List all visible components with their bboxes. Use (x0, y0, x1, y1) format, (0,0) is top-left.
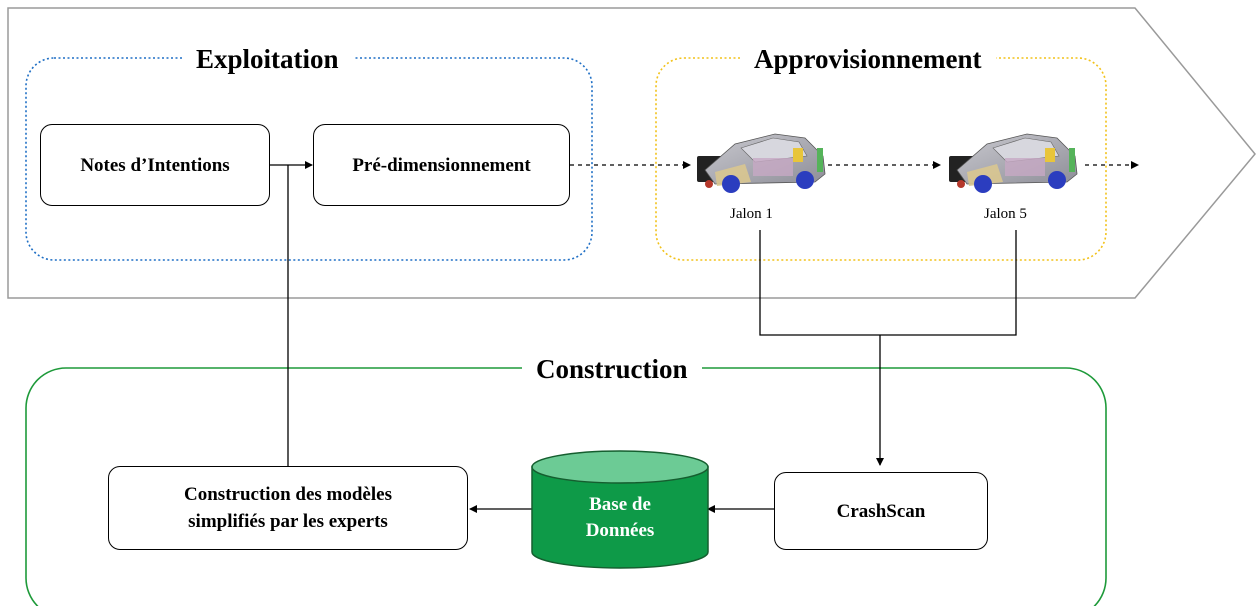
line-jalons-to-crashscan (759, 230, 1017, 336)
database-cylinder (531, 450, 709, 569)
database-label: Base de Données (585, 494, 655, 541)
title-approvisionnement: Approvisionnement (740, 42, 996, 76)
milestone-label-jalon5: Jalon 5 (984, 206, 1027, 222)
process-chevron (7, 7, 1256, 299)
crashscan-box: CrashScan (774, 472, 988, 550)
pre-dimensionnement-box: Pré-dimensionnement (313, 124, 570, 206)
title-construction: Construction (522, 352, 702, 386)
notes-intentions-box: Notes d’Intentions (40, 124, 270, 206)
title-exploitation: Exploitation (182, 42, 353, 76)
car-icon-jalon5 (949, 133, 1078, 193)
exploitation-group (25, 57, 593, 261)
milestone-label-jalon1: Jalon 1 (730, 206, 773, 222)
approvisionnement-group (655, 57, 1107, 261)
car-icon-jalon1 (697, 133, 826, 193)
construction-modeles-box: Construction des modèles simplifiés par … (108, 466, 468, 550)
